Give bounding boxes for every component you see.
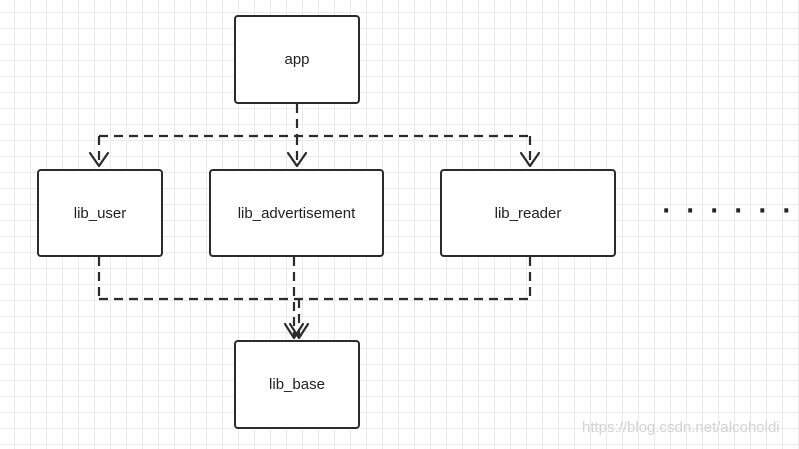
node-app: app xyxy=(234,15,360,104)
node-lib-base: lib_base xyxy=(234,340,360,429)
watermark-url: https://blog.csdn.net/alcoholdi xyxy=(582,419,780,436)
arrowhead-lib-advertisement-icon xyxy=(286,151,308,168)
arrowhead-lib-base-icon-a xyxy=(283,322,305,340)
arrowhead-lib-reader-icon xyxy=(519,151,541,168)
node-lib-reader: lib_reader xyxy=(440,169,616,257)
node-lib-advertisement: lib_advertisement xyxy=(209,169,384,257)
arrowhead-lib-user-icon xyxy=(88,151,110,168)
continuation-ellipsis: · · · · · · xyxy=(662,199,795,224)
node-lib-user: lib_user xyxy=(37,169,163,257)
arrowhead-lib-base-icon-b xyxy=(288,322,310,340)
